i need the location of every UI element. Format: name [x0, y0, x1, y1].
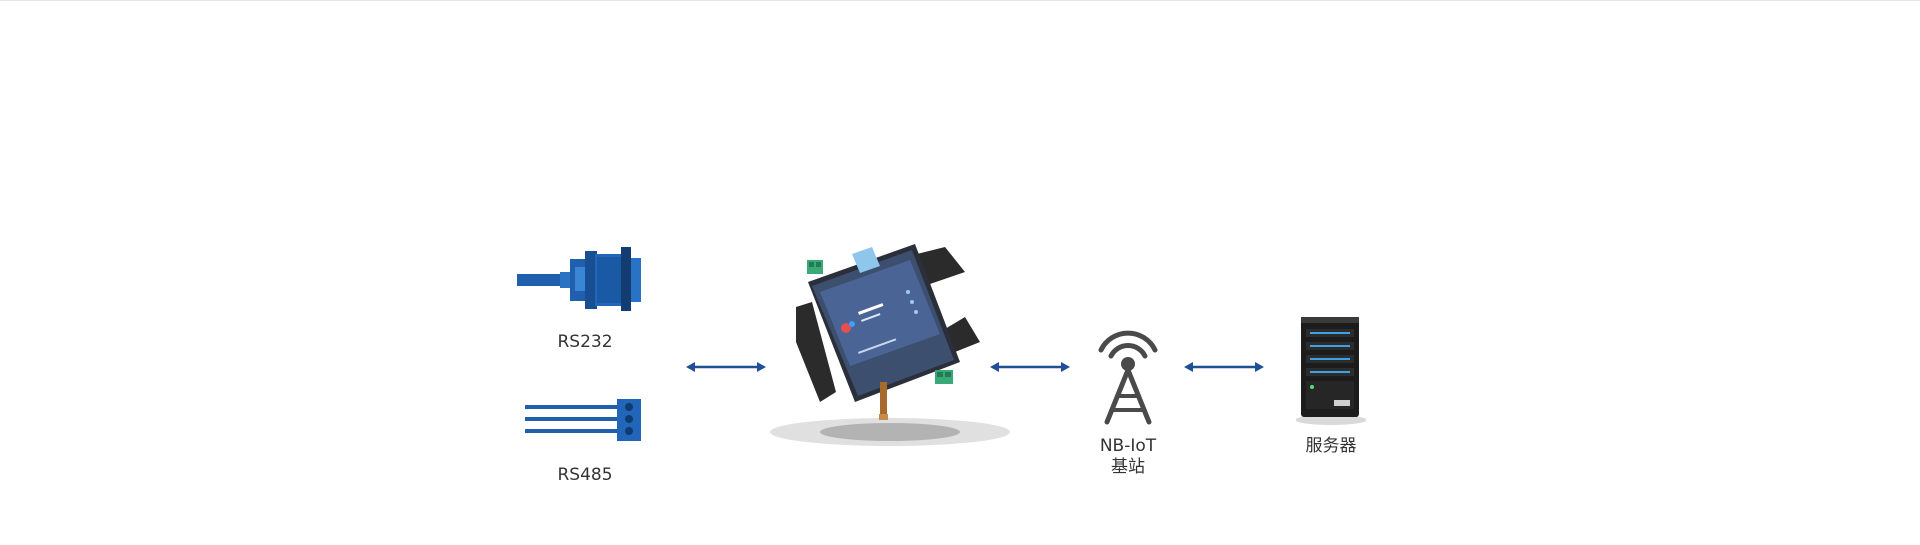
base-station-label-line1: NB-IoT: [1099, 436, 1157, 456]
bidirectional-arrow-basestation-server: [1184, 362, 1264, 372]
base-station-label-line2: 基站: [1111, 457, 1145, 477]
three-wire-terminal-icon: [523, 398, 643, 444]
top-divider: [0, 0, 1920, 1]
antenna-tower-icon: [1093, 322, 1163, 425]
rs232-label: RS232: [557, 332, 613, 352]
db9-serial-connector-icon: [515, 243, 645, 313]
server-rack-icon: [1295, 315, 1367, 427]
server-label: 服务器: [1305, 436, 1357, 456]
dtu-device-icon: [740, 232, 1020, 452]
bidirectional-arrow-dtu-basestation: [990, 362, 1070, 372]
rs485-label: RS485: [557, 465, 613, 485]
bidirectional-arrow-serial-dtu: [686, 362, 766, 372]
